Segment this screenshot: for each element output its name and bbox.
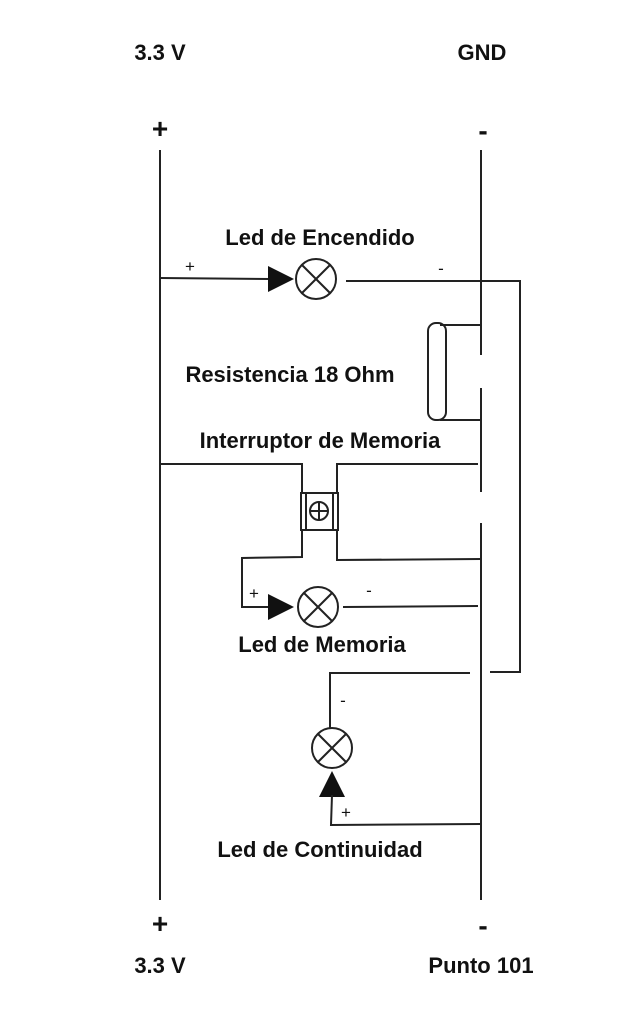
arrow-icon — [268, 594, 294, 620]
resistor-label: Resistencia 18 Ohm — [185, 362, 394, 387]
led-memoria-minus: - — [366, 581, 372, 600]
led-memoria-label: Led de Memoria — [238, 632, 406, 657]
switch-label: Interruptor de Memoria — [200, 428, 442, 453]
switch-box-icon — [300, 492, 339, 531]
top-right-rail-label: GND — [458, 40, 507, 65]
led-encendido-plus: + — [185, 257, 195, 276]
led-encendido-minus: - — [438, 259, 444, 278]
bottom-right-minus-sign: - — [478, 910, 487, 941]
led-continuidad-plus: + — [341, 803, 351, 822]
led-continuidad-label: Led de Continuidad — [217, 837, 422, 862]
top-left-rail-label: 3.3 V — [134, 40, 186, 65]
lamp-icon — [295, 258, 337, 300]
top-right-minus-sign: - — [478, 115, 487, 146]
led-continuidad: - + Led de Continuidad — [217, 691, 482, 862]
bottom-right-rail-label: Punto 101 — [428, 953, 533, 978]
arrow-icon — [319, 771, 345, 797]
top-left-plus-sign: + — [152, 113, 168, 144]
lamp-icon — [297, 586, 339, 628]
arrow-icon — [268, 266, 294, 292]
resistor: Resistencia 18 Ohm — [185, 322, 481, 421]
lamp-icon — [311, 727, 353, 769]
switch-knob-icon — [309, 501, 329, 521]
led-encendido-label: Led de Encendido — [225, 225, 414, 250]
led-memoria: + - Led de Memoria — [238, 581, 479, 657]
led-continuidad-minus: - — [340, 691, 346, 710]
bottom-left-rail-label: 3.3 V — [134, 953, 186, 978]
resistor-body-icon — [427, 322, 447, 421]
led-memoria-plus: + — [249, 584, 259, 603]
led-encendido: Led de Encendido + - — [159, 225, 521, 728]
memory-switch: Interruptor de Memoria — [160, 428, 482, 608]
bottom-left-plus-sign: + — [152, 908, 168, 939]
